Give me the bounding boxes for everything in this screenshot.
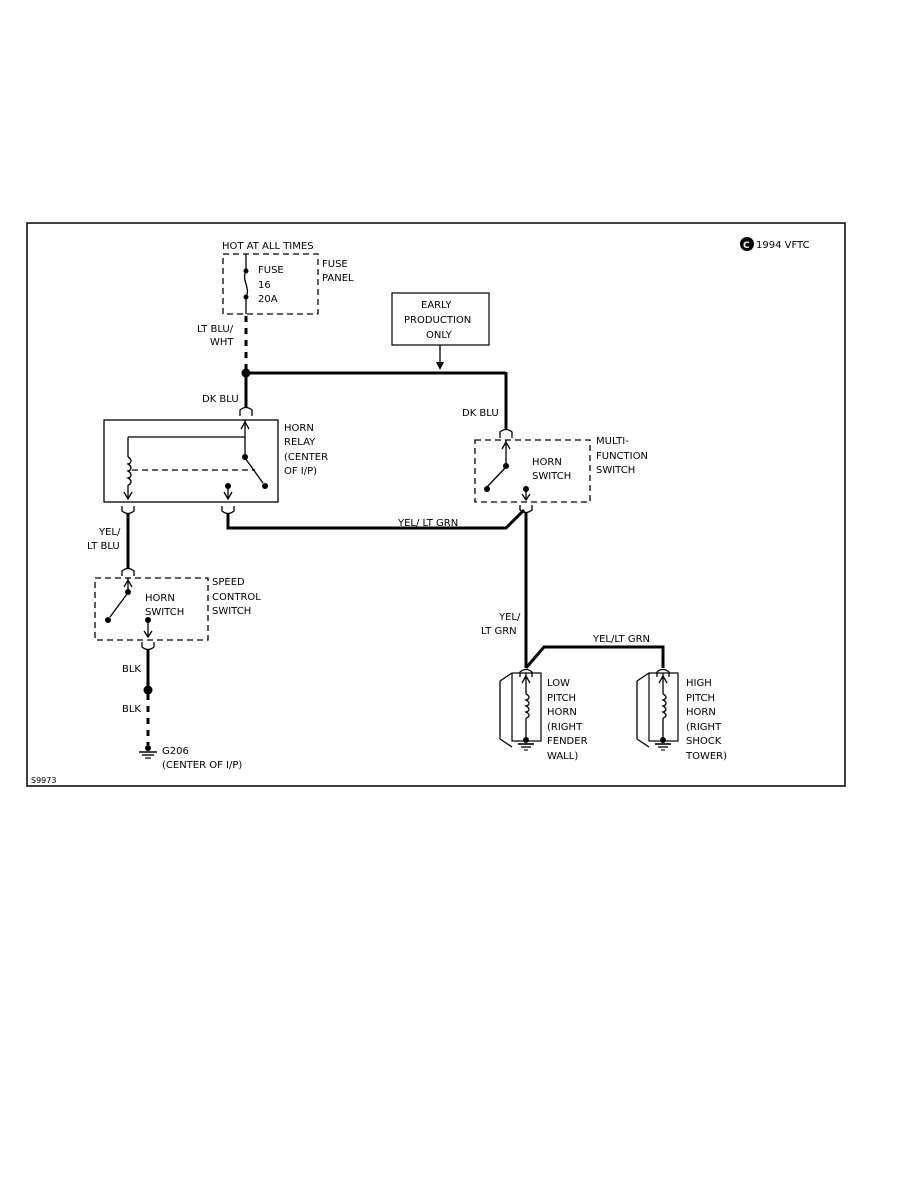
horn-relay-label-2: RELAY [284, 437, 316, 448]
early-production-note: EARLY PRODUCTION ONLY [391, 292, 490, 370]
fuse-panel: HOT AT ALL TIMES FUSE 16 20A FUSE PANEL [222, 241, 354, 315]
fuse-label: FUSE [258, 265, 284, 276]
fuse-panel-label-1: FUSE [322, 259, 348, 270]
scs-horn-label: HORN [145, 593, 175, 604]
figure-id: S9973 [31, 776, 56, 785]
mfs-label-3: SWITCH [596, 465, 635, 476]
low-horn-label-6: WALL) [547, 751, 578, 762]
scs-label-1: SPEED [212, 577, 245, 588]
copyright-mark: C 1994 VFTC [740, 237, 810, 251]
wire-label-yel-lt-grn-v2: LT GRN [481, 626, 517, 637]
speed-control-switch-box [94, 577, 209, 641]
low-horn-label-1: LOW [547, 678, 570, 689]
splice-dot-blk [143, 685, 153, 695]
wire-label-yel-lt-grn-mid: YEL/ LT GRN [397, 518, 458, 529]
mfs-label-1: MULTI- [596, 436, 629, 447]
multi-function-switch: HORN SWITCH MULTI- FUNCTION SWITCH [474, 428, 648, 514]
speed-control-switch: HORN SWITCH SPEED CONTROL SWITCH [94, 567, 261, 641]
scs-switch-label: SWITCH [145, 607, 184, 618]
high-horn-label-5: SHOCK [686, 736, 722, 747]
multi-function-switch-box [474, 439, 591, 503]
wire-yel-lt-grn-horns [524, 645, 665, 669]
scs-label-2: CONTROL [212, 592, 261, 603]
hot-at-all-times-label: HOT AT ALL TIMES [222, 241, 314, 252]
copyright-symbol: C [743, 241, 750, 251]
fuse-number: 16 [258, 280, 271, 291]
high-horn-label-3: HORN [686, 707, 716, 718]
horn-relay: HORN RELAY (CENTER OF I/P) [103, 419, 328, 503]
mfs-switch-label: SWITCH [532, 471, 571, 482]
fuse-panel-box [222, 253, 319, 315]
fuse-panel-label-2: PANEL [322, 273, 354, 284]
low-horn-label-4: (RIGHT [547, 722, 583, 733]
high-horn-label-4: (RIGHT [686, 722, 722, 733]
high-pitch-horn: HIGH PITCH HORN (RIGHT SHOCK TOWER) [636, 668, 727, 762]
fuse-rating: 20A [258, 294, 278, 305]
high-horn-label-1: HIGH [686, 678, 712, 689]
wire-label-blk-1: BLK [122, 664, 141, 675]
mfs-horn-label: HORN [532, 457, 562, 468]
diagram-frame [26, 222, 846, 787]
mfs-label-2: FUNCTION [596, 451, 648, 462]
copyright-text: 1994 VFTC [756, 240, 810, 251]
wire-label-blk-2: BLK [122, 704, 141, 715]
ground-g206: G206 (CENTER OF I/P) [139, 745, 242, 771]
wire-label-lt-blu-wht-1: LT BLU/ [197, 324, 234, 335]
high-horn-label-6: TOWER) [685, 751, 727, 762]
wire-label-yel-lt-blu-2: LT BLU [87, 541, 120, 552]
horn-relay-label-1: HORN [284, 423, 314, 434]
wire-label-yel-lt-grn-v1: YEL/ [498, 612, 521, 623]
wire-label-dk-blu-right: DK BLU [462, 408, 499, 419]
horn-relay-box [103, 419, 279, 503]
low-horn-label-2: PITCH [547, 693, 576, 704]
wire-label-lt-blu-wht-2: WHT [210, 337, 234, 348]
high-horn-label-2: PITCH [686, 693, 715, 704]
horn-relay-label-3: (CENTER [284, 452, 328, 463]
early-production-line-1: EARLY [421, 300, 452, 311]
wire-label-dk-blu-left: DK BLU [202, 394, 239, 405]
early-production-line-2: PRODUCTION [404, 315, 471, 326]
low-horn-label-5: FENDER [547, 736, 588, 747]
ground-label-2: (CENTER OF I/P) [162, 760, 242, 771]
low-horn-label-3: HORN [547, 707, 577, 718]
wire-label-yel-lt-blu-1: YEL/ [98, 527, 121, 538]
early-production-line-3: ONLY [426, 330, 453, 341]
low-pitch-horn: LOW PITCH HORN (RIGHT FENDER WALL) [499, 668, 588, 762]
wire-label-yel-lt-grn-horns: YEL/LT GRN [592, 634, 650, 645]
horn-relay-label-4: OF I/P) [284, 466, 317, 477]
wire-yel-lt-grn-horizontal [226, 508, 526, 530]
scs-label-3: SWITCH [212, 606, 251, 617]
ground-label-1: G206 [162, 746, 189, 757]
